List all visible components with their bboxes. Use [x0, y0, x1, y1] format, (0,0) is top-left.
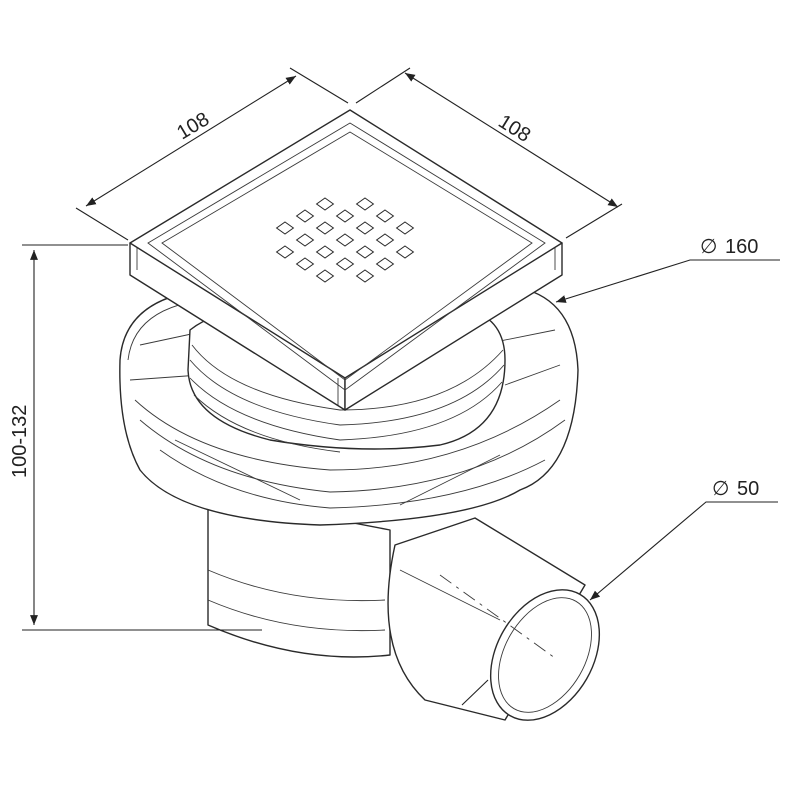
flange-diameter-symbol: ∅	[700, 236, 717, 258]
grate-slot	[355, 269, 375, 283]
grate-slot	[315, 221, 335, 235]
dimension-outlet-diameter: ∅ 50	[461, 478, 778, 706]
grate-slot	[355, 245, 375, 259]
width-left-label: 108	[173, 108, 213, 144]
grate-slot	[315, 269, 335, 283]
height-label: 100-132	[9, 405, 31, 478]
outlet-diameter-label: 50	[737, 478, 759, 500]
dimension-height: 100-132	[9, 244, 262, 631]
flange-diameter-label: 160	[725, 236, 758, 258]
grate-slot	[335, 233, 355, 247]
grate-slots	[275, 197, 415, 283]
grate-slot	[275, 221, 295, 235]
grate-slot	[355, 221, 375, 235]
grate-slot	[295, 257, 315, 271]
drain-body	[207, 494, 391, 658]
grate-slot	[315, 197, 335, 211]
width-right-label: 108	[494, 111, 534, 147]
grate-slot	[315, 245, 335, 259]
grate-slot	[295, 209, 315, 223]
grate-slot	[375, 209, 395, 223]
grate-slot	[395, 221, 415, 235]
outlet-pipe	[387, 517, 601, 721]
grate-slot	[335, 257, 355, 271]
grate-slot	[395, 245, 415, 259]
grate-slot	[355, 197, 375, 211]
grate-slot	[275, 245, 295, 259]
grate-slot	[335, 209, 355, 223]
grate-slot	[295, 233, 315, 247]
grate-slot	[375, 233, 395, 247]
outlet-diameter-symbol: ∅	[712, 478, 729, 500]
dimension-flange-diameter: ∅ 160	[555, 236, 780, 303]
grate-slot	[375, 257, 395, 271]
